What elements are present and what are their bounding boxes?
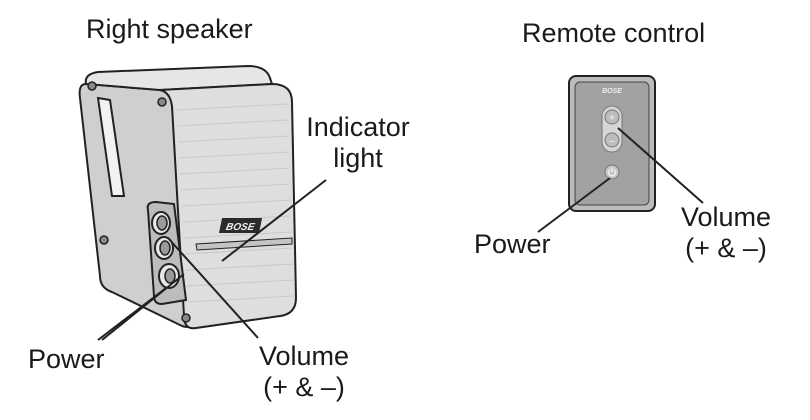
indicator-light-label-line2: light [333,143,383,173]
volume-leader-line [167,237,259,339]
speaker-side-slot [96,96,126,197]
remote-volume-label-line1: Volume [680,202,772,232]
remote-minus-glyph: – [609,136,615,147]
speaker-top-face [84,64,274,92]
remote-control-illustration: BOSE + – [537,75,704,233]
remote-power-icon [607,167,617,177]
remote-power-label: Power [474,229,551,259]
speaker-volume-label-line2: (+ & –) [263,372,345,402]
remote-plus-glyph: + [609,113,615,124]
remote-callout-lines [537,127,704,233]
indicator-leader-line [221,179,327,262]
speaker-screws [87,81,191,323]
speaker-logo-text: BOSE [225,222,256,233]
speaker-power-label: Power [28,344,105,374]
remote-volume-leader-line [617,127,704,204]
speaker-volume-label: Volume (+ & –) [246,341,362,403]
remote-logo-text: BOSE [602,88,622,95]
speaker-volume-up-knob-inner [156,215,168,231]
remote-volume-label: Volume (+ & –) [668,202,784,264]
power-leader-line-2 [101,273,185,341]
indicator-light-label-line1: Indicator [306,112,410,142]
remote-volume-label-line2: (+ & –) [685,233,767,263]
indicator-light-label: Indicator light [296,112,420,174]
speaker-volume-label-line1: Volume [258,341,350,371]
remote-volume-down-button[interactable] [604,132,620,148]
remote-power-leader-line [537,177,611,233]
speaker-callout-lines [97,179,327,341]
speaker-power-button-inner [164,268,176,284]
remote-control-title: Remote control [522,18,706,48]
speaker-logo-plate: BOSE [218,218,263,233]
right-speaker-illustration: BOSE [78,64,327,341]
speaker-texture [175,103,295,303]
right-speaker-title: Right speaker [86,14,253,44]
speaker-volume-down-knob-inner [159,240,171,256]
remote-volume-up-button[interactable] [604,109,620,125]
